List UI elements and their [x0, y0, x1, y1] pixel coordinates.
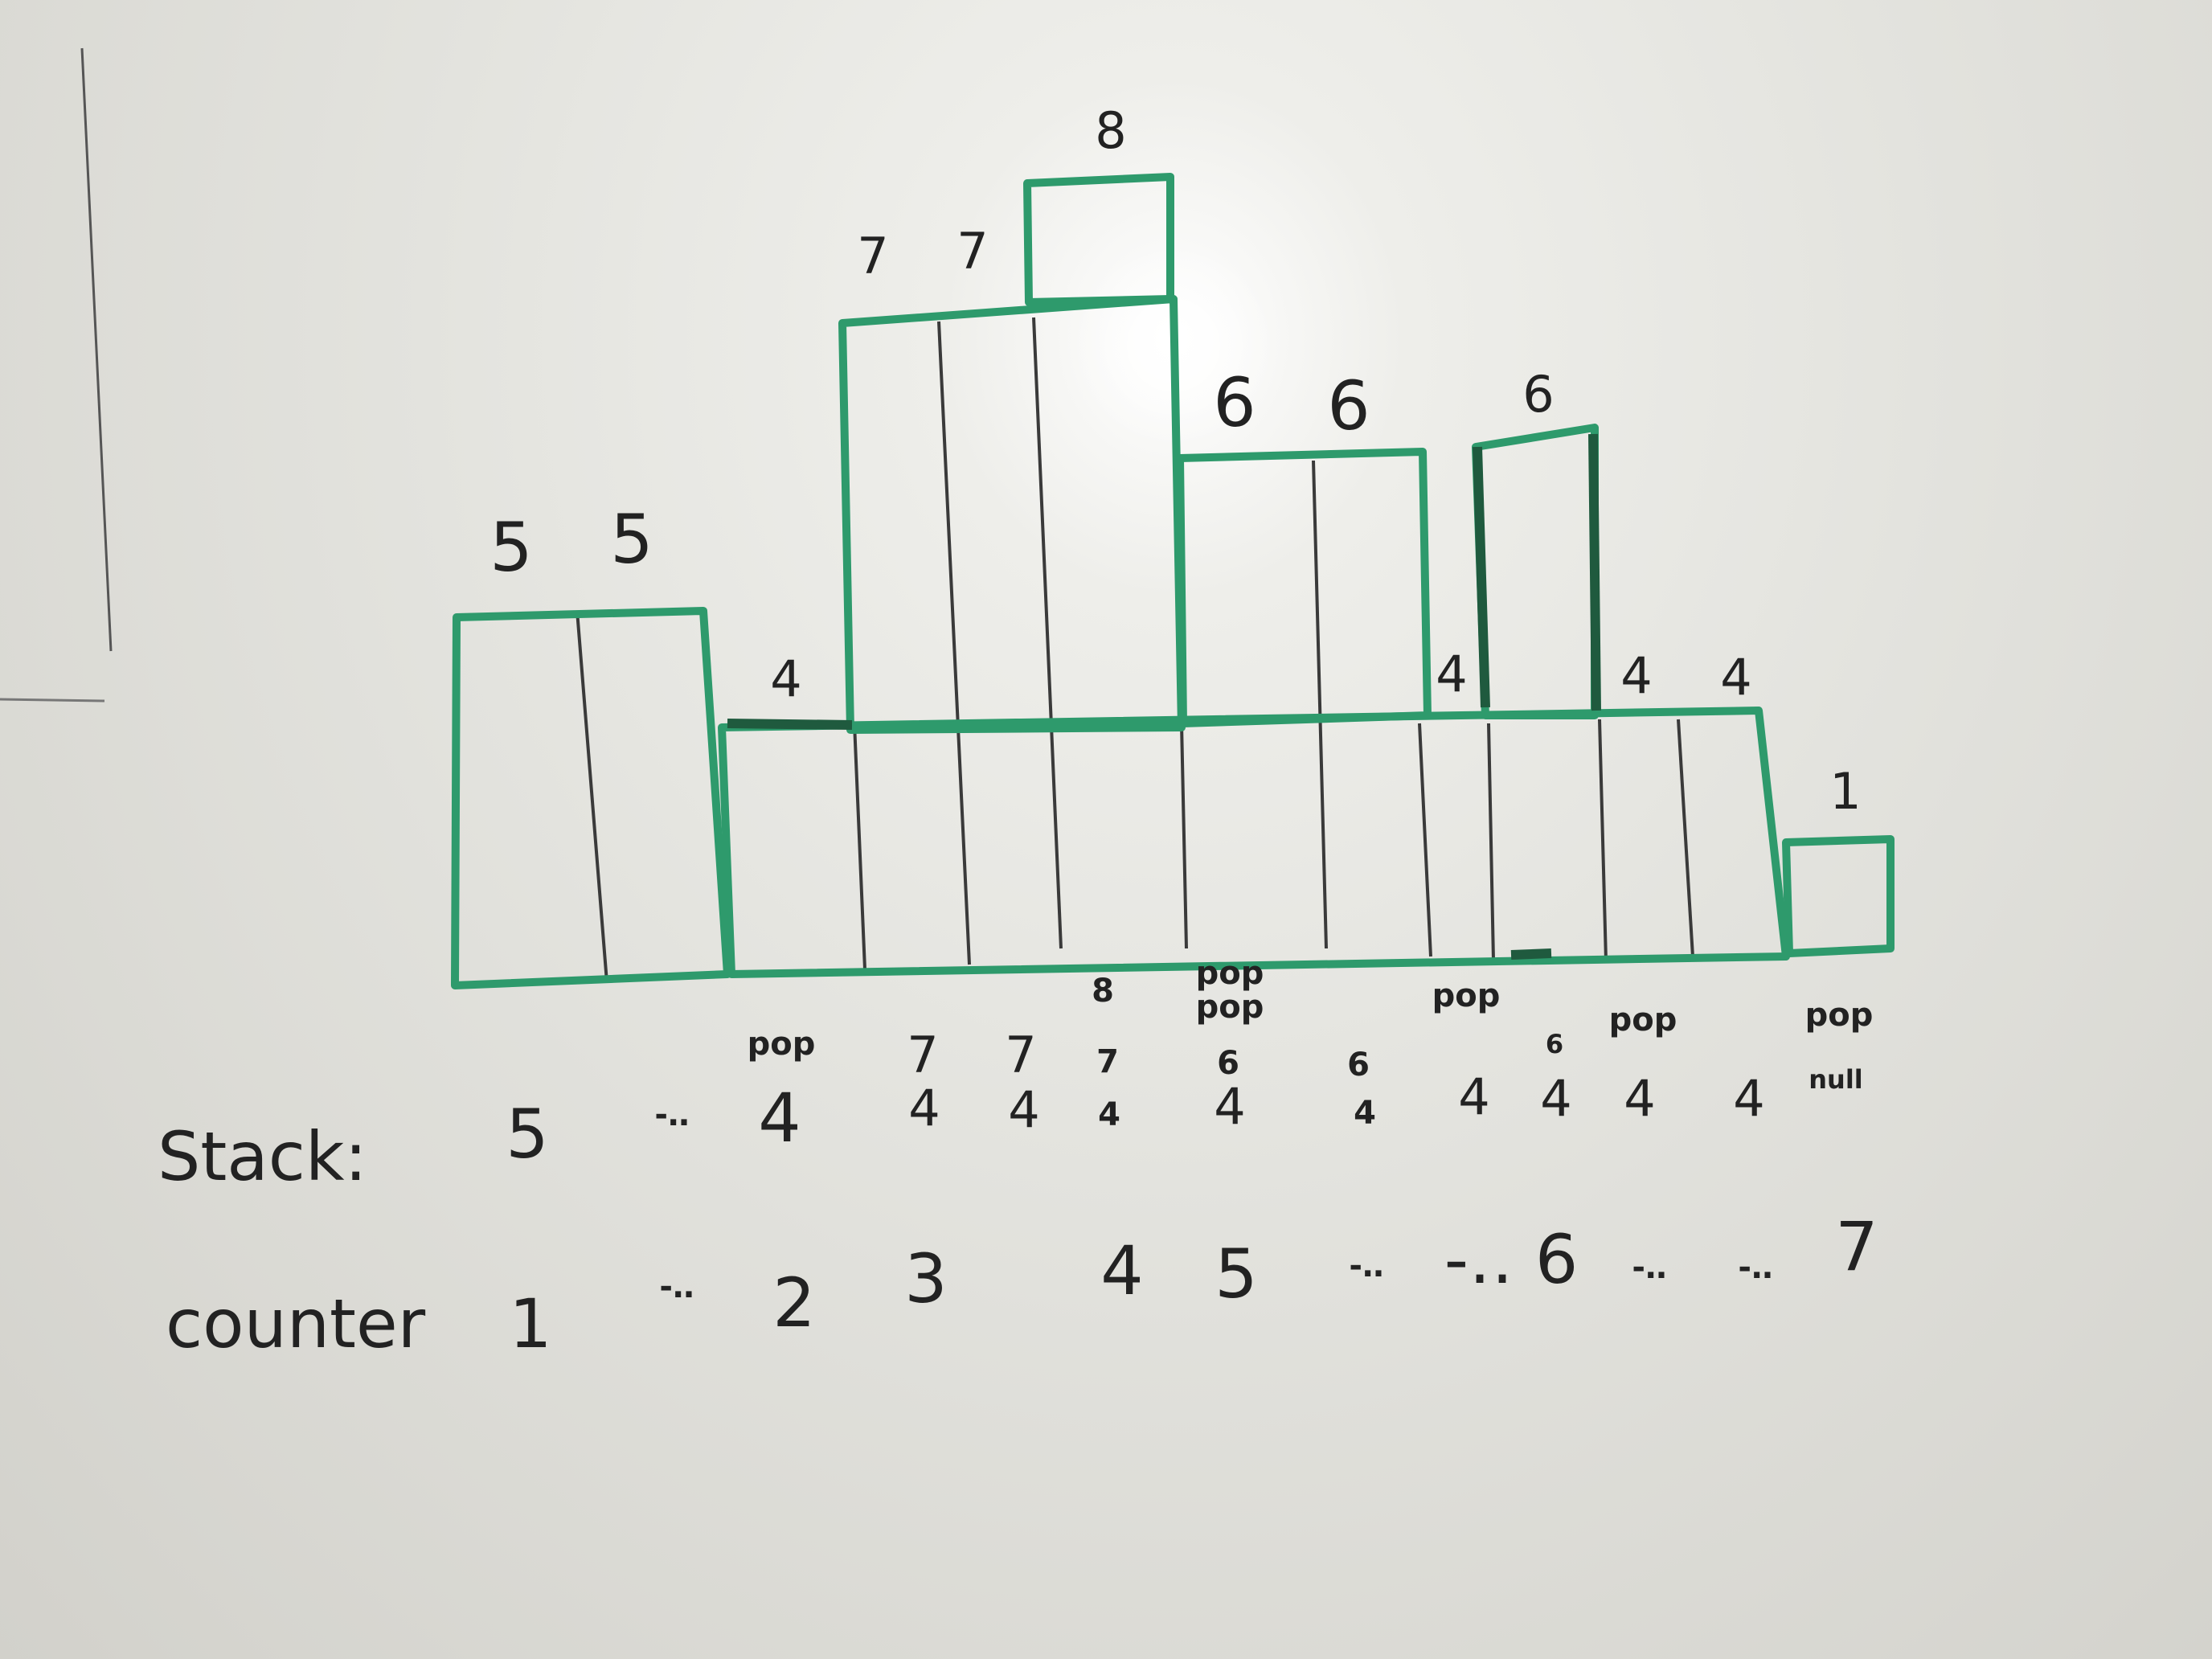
- bar-8: [1023, 173, 1174, 306]
- stack-bottom: 4: [1354, 1095, 1376, 1132]
- bar-label: 7: [956, 222, 988, 281]
- dark-edge: [1473, 446, 1490, 708]
- dark-edges: [727, 433, 1601, 960]
- base-4-layer: [718, 707, 1790, 978]
- counter-value: 2: [772, 1264, 815, 1342]
- divider-line: [1418, 723, 1432, 957]
- stack-top: 7: [1005, 1026, 1036, 1084]
- pop-label: pop: [1196, 955, 1264, 992]
- stack-bottom: 4: [758, 1079, 801, 1157]
- stack-bottom: 4: [1458, 1067, 1489, 1126]
- stack-label: Stack:: [158, 1117, 367, 1196]
- divider-line: [1598, 719, 1608, 961]
- bar-dividers: [576, 317, 1694, 983]
- margin-line-h: [0, 698, 105, 703]
- bar-label: 4: [1620, 646, 1652, 705]
- divider-line: [1312, 460, 1328, 949]
- counter-value: 4: [1100, 1231, 1143, 1310]
- counter-value: 5: [1215, 1235, 1257, 1313]
- stack-bottom: 4: [908, 1079, 940, 1137]
- stack-bottom: 4: [1624, 1069, 1655, 1128]
- counter-value: 3: [904, 1239, 947, 1318]
- stack-bottom: 5: [506, 1095, 548, 1174]
- stack-bottom: 4: [1214, 1077, 1245, 1136]
- bar-label: 5: [490, 508, 532, 587]
- pop-label: pop: [1609, 1002, 1677, 1038]
- counter-label: counter: [166, 1284, 426, 1363]
- counter-value: 1: [509, 1284, 551, 1363]
- bar-label: 6: [1522, 365, 1554, 424]
- bar-label: 4: [770, 649, 801, 708]
- counter-value: -‥: [1738, 1249, 1772, 1286]
- stack-bottom: 4: [1733, 1069, 1764, 1128]
- bar-label: 8: [1095, 101, 1126, 160]
- dark-edge: [1588, 433, 1601, 711]
- divider-line: [576, 610, 608, 983]
- counter-value: 7: [1835, 1207, 1878, 1286]
- histogram-outline: [451, 173, 1895, 989]
- stack-bottom: 4: [1008, 1080, 1039, 1139]
- divider-line: [1180, 723, 1188, 949]
- pop-annotations: pop 8 pop pop pop pop pop: [748, 955, 1874, 1063]
- divider-line: [937, 321, 971, 965]
- bar-1: [1782, 835, 1895, 957]
- bar-label: 5: [610, 500, 653, 579]
- counter-value: -‥: [1632, 1249, 1666, 1286]
- bar-label: 4: [1720, 648, 1751, 707]
- divider-line: [1032, 317, 1063, 949]
- stack-top: 6: [1546, 1029, 1563, 1059]
- stack-top: 6: [1347, 1047, 1370, 1083]
- counter-value: -‥ 6: [1444, 1220, 1579, 1299]
- pop-label: pop: [1432, 977, 1501, 1014]
- pop-label: pop: [748, 1026, 816, 1063]
- divider-line: [853, 723, 866, 970]
- stack-columns: 7 7 7 6 6 6 5 -‥ 4 4 4 4 4 4 4 4 4 4 nul…: [506, 1026, 1862, 1174]
- pop-label: pop: [1805, 997, 1874, 1034]
- stack-bottom: 4: [1540, 1069, 1571, 1128]
- pop-label: 8: [1092, 973, 1114, 1010]
- bar-label: 6: [1327, 367, 1370, 445]
- stack-top: 7: [907, 1026, 938, 1084]
- bar-value-labels: 5 5 4 7 7 8 6 6 4 6 4 4 1: [490, 101, 1861, 821]
- bar-label: 7: [857, 227, 888, 285]
- counter-value: -‥: [659, 1268, 694, 1305]
- stack-top: 7: [1096, 1043, 1119, 1080]
- pop-label: pop: [1196, 989, 1264, 1026]
- bar-label: 6: [1213, 363, 1256, 442]
- dark-edge: [727, 719, 853, 730]
- bar-block-7: [838, 295, 1186, 734]
- counter-values: 1 -‥ 2 3 4 5 -‥ -‥ 6 -‥ -‥ 7: [509, 1207, 1878, 1363]
- margin-line: [80, 47, 113, 652]
- bar-6-peak: [1472, 424, 1599, 719]
- dark-edge: [1510, 948, 1552, 960]
- bar-block-6: [1176, 448, 1432, 727]
- stack-top: 6: [1217, 1045, 1239, 1082]
- stack-bottom: 4: [1098, 1096, 1120, 1133]
- stack-bottom: null: [1809, 1064, 1863, 1095]
- divider-line: [1487, 723, 1495, 961]
- bar-label: 1: [1829, 762, 1861, 821]
- bar-label: 4: [1436, 645, 1467, 703]
- divider-line: [1677, 719, 1694, 957]
- counter-value: -‥: [1349, 1247, 1383, 1284]
- stack-bottom: -‥: [654, 1096, 689, 1133]
